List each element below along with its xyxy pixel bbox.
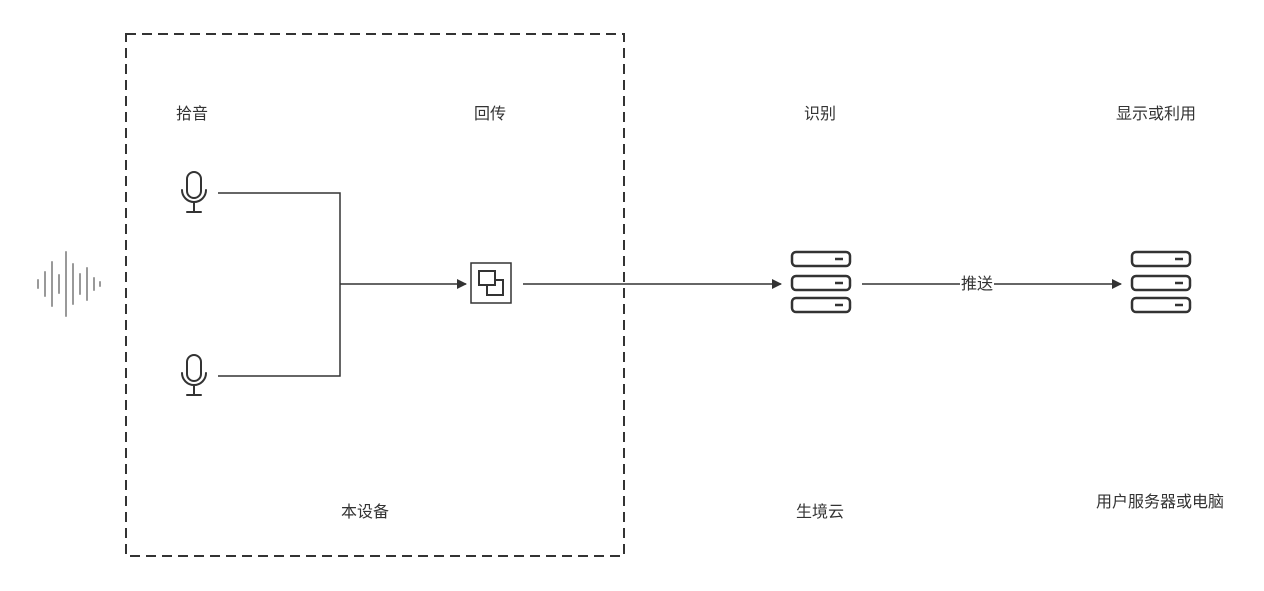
server-icon — [1130, 250, 1192, 314]
sound-wave-icon — [37, 251, 101, 317]
user-server-label: 用户服务器或电脑 — [1095, 492, 1224, 511]
microphone-icon — [181, 354, 207, 396]
gateway-icon — [470, 262, 512, 304]
shengjing-cloud-label: 生境云 — [796, 502, 845, 521]
pickup-label: 拾音 — [176, 104, 209, 123]
push-label: 推送 — [960, 274, 995, 294]
mic-bottom-connector — [218, 284, 341, 377]
microphone-icon — [181, 171, 207, 213]
display-use-label: 显示或利用 — [1116, 104, 1197, 123]
this-device-label: 本设备 — [341, 502, 390, 521]
device-boundary — [125, 33, 625, 557]
server-icon — [790, 250, 852, 314]
mic-top-connector — [218, 192, 341, 284]
backhaul-label: 回传 — [474, 104, 507, 123]
recognize-label: 识别 — [804, 104, 837, 123]
